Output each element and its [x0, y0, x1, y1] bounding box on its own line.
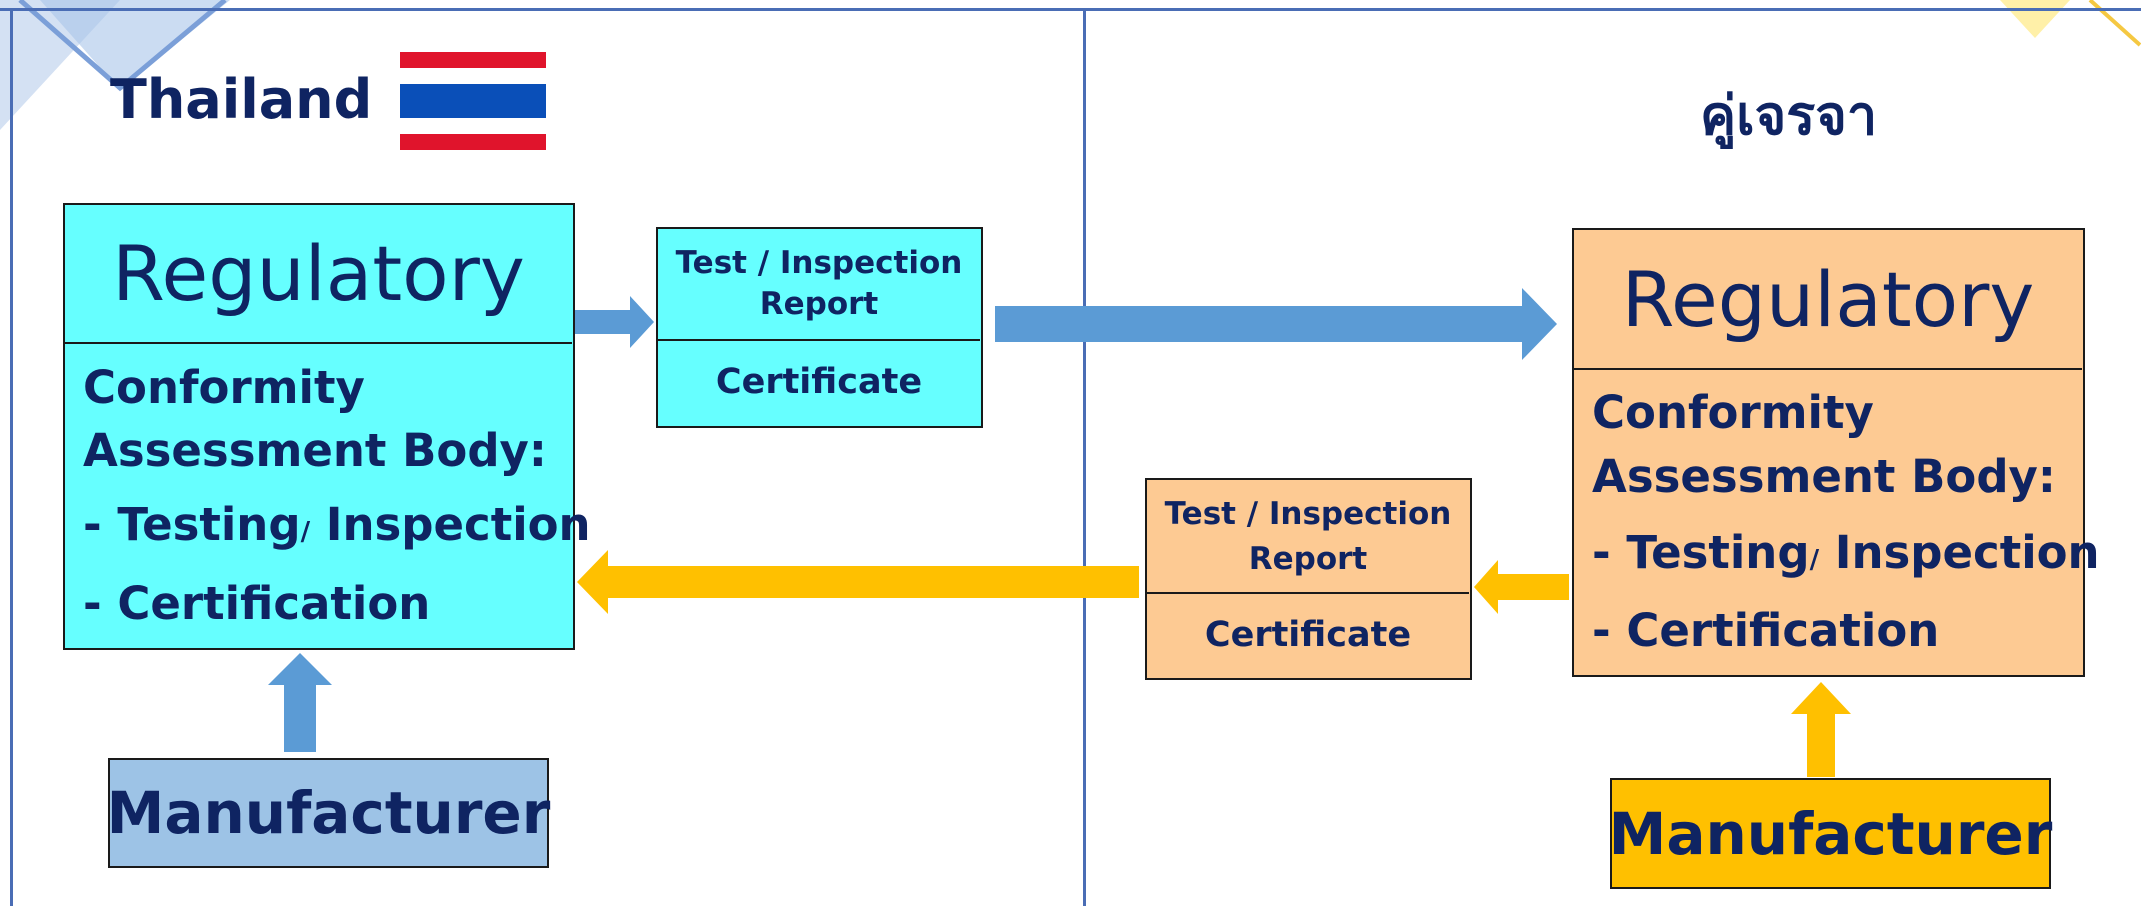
report-line-2: Report: [1248, 541, 1368, 577]
box-divider: [1574, 368, 2082, 370]
report-line-1: Test / Inspection: [1164, 496, 1452, 532]
thailand-manufacturer-box: Manufacturer: [107, 758, 550, 868]
frame-left-line: [10, 8, 13, 906]
partner-manufacturer-box: Manufacturer: [1609, 778, 2052, 889]
box-divider: [65, 342, 572, 344]
arrow-manufacturer-up-right: [1791, 682, 1851, 777]
arrow-partner-report-to-thailand: [577, 550, 1139, 614]
country-label: Thailand: [110, 68, 373, 131]
cab-item-testing-a: - Testing: [83, 498, 301, 551]
report-divider: [658, 339, 980, 341]
arrow-regulatory-to-report: [575, 296, 654, 348]
report-line-2: Report: [759, 286, 879, 322]
partner-report-box: Test / Inspection Report Certificate: [1145, 478, 1472, 680]
cab-item-testing: - Testing/ Inspection: [1592, 530, 2100, 575]
cab-item-certification: - Certification: [1592, 604, 1940, 657]
cab-item-testing-b: Inspection: [310, 498, 591, 551]
arrow-manufacturer-up-left: [268, 653, 332, 752]
cab-item-testing-b: Inspection: [1819, 526, 2100, 579]
certificate-label: Certificate: [1204, 614, 1412, 655]
partner-label: คู่เจรจา: [1700, 84, 1878, 147]
report-line-1: Test / Inspection: [675, 245, 963, 281]
regulatory-title: Regulatory: [112, 229, 525, 318]
partner-regulatory-box: Regulatory Conformity Assessment Body: -…: [1572, 228, 2100, 677]
cab-item-testing-a: - Testing: [1592, 526, 1810, 579]
corner-decoration-left: [0, 0, 230, 130]
cab-title-line-1: Conformity: [1592, 386, 1874, 439]
arrow-partner-reg-to-report: [1474, 560, 1569, 614]
thailand-regulatory-box: Regulatory Conformity Assessment Body: -…: [63, 203, 591, 650]
cab-item-testing: - Testing/ Inspection: [83, 502, 591, 547]
report-divider: [1147, 592, 1469, 594]
report-label: Test / Inspection Report: [1147, 492, 1469, 582]
thailand-flag: [400, 52, 546, 150]
cab-item-testing-sep: /: [300, 517, 311, 547]
cab-item-testing-sep: /: [1809, 545, 1820, 575]
cab-title-line-2: Assessment Body:: [1592, 450, 2056, 503]
cab-title-line-1: Conformity: [83, 361, 365, 414]
report-label: Test / Inspection Report: [658, 243, 980, 325]
cab-title-line-2: Assessment Body:: [83, 424, 547, 477]
center-divider: [1083, 8, 1086, 906]
certificate-label: Certificate: [715, 362, 923, 402]
thailand-report-box: Test / Inspection Report Certificate: [656, 227, 983, 428]
arrow-report-to-partner: [995, 288, 1557, 360]
regulatory-title: Regulatory: [1621, 254, 2035, 344]
cab-item-certification: - Certification: [83, 577, 431, 630]
frame-top-line: [0, 8, 2141, 11]
